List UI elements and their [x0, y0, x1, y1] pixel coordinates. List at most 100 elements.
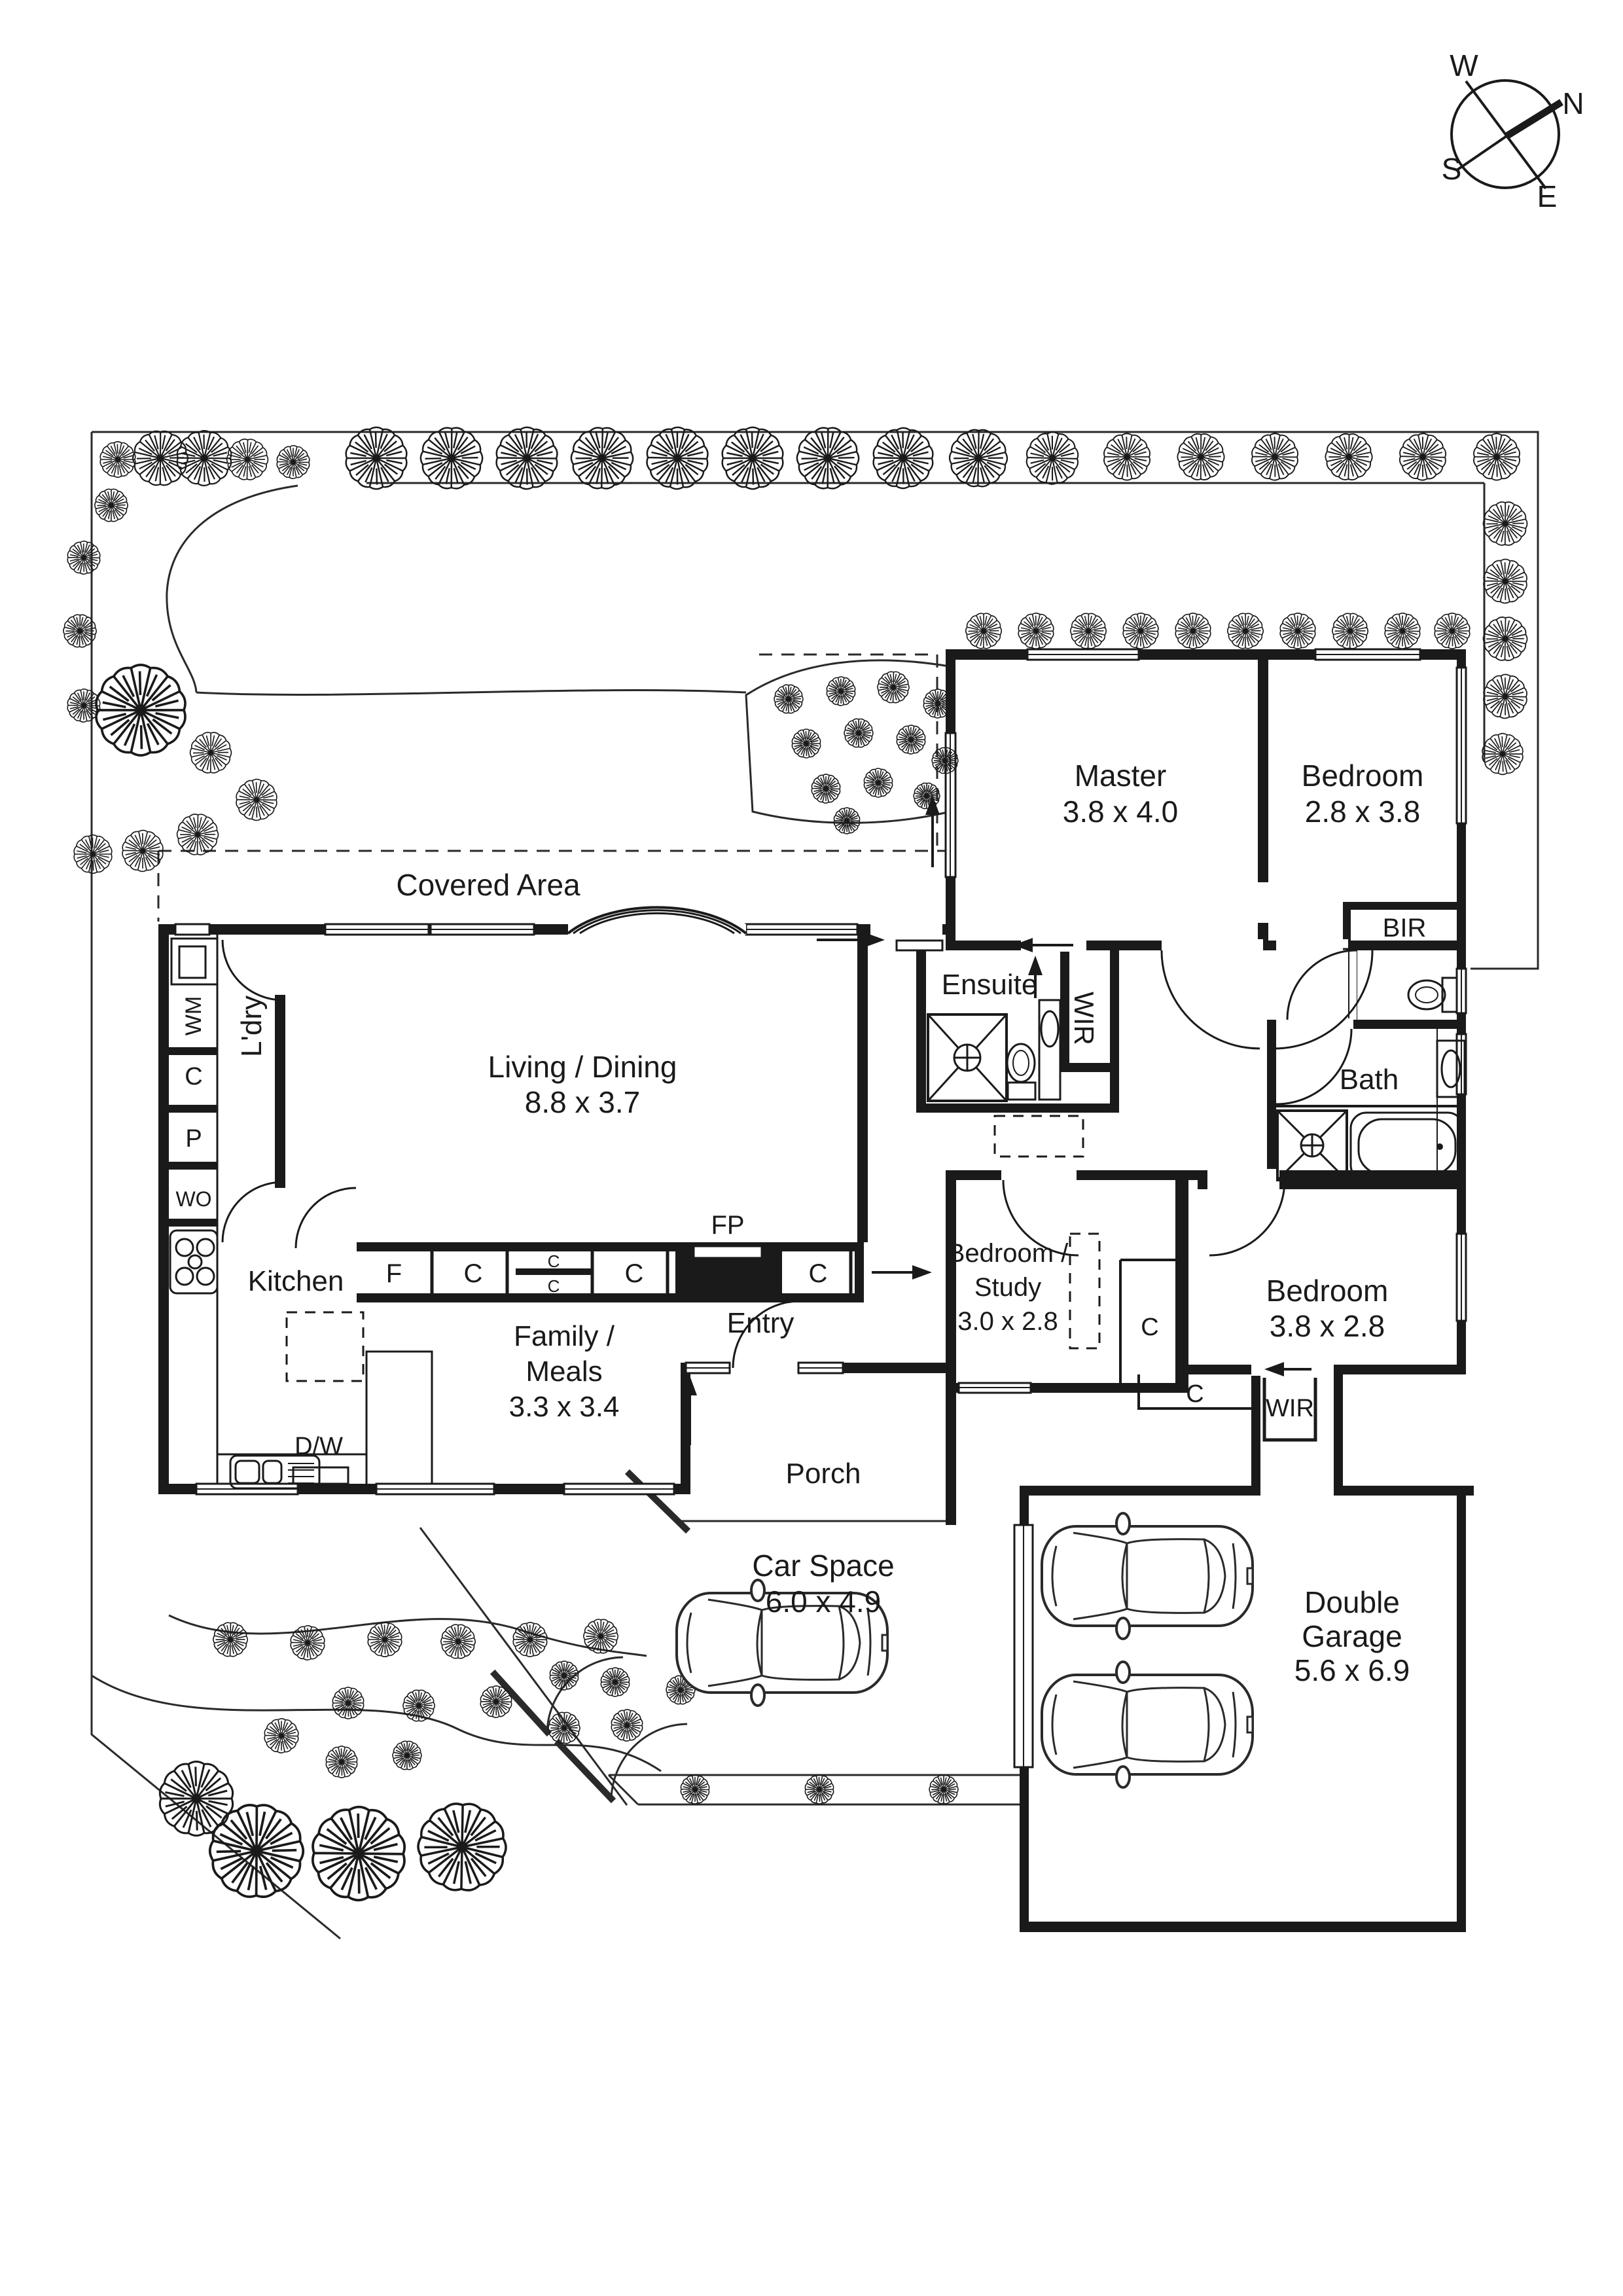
dw-label: D/W — [294, 1433, 343, 1460]
bedroom1-label: Bedroom — [1301, 759, 1424, 793]
bedroom1-dim: 2.8 x 3.8 — [1304, 795, 1421, 829]
tree-icon — [1018, 612, 1054, 650]
tree-icon — [680, 1774, 710, 1804]
laundry-label: L'dry — [236, 996, 268, 1057]
direction-arrow — [683, 1376, 697, 1445]
wir-ensuite-label: WIR — [1069, 992, 1099, 1045]
tree-icon — [213, 1622, 248, 1657]
tree-icon — [419, 427, 484, 490]
bedroom-study-label: Bedroom / — [947, 1239, 1069, 1268]
tree-icon — [440, 1624, 476, 1659]
arrows-layer — [683, 795, 1311, 1445]
car-space-label: Car Space — [752, 1549, 895, 1583]
tree-icon — [1482, 732, 1524, 776]
tree-icon — [548, 1712, 580, 1744]
tree-icon — [345, 426, 408, 490]
tree-icon — [1473, 433, 1520, 481]
tree-icon — [1175, 613, 1211, 649]
trees-layer — [63, 426, 1528, 1902]
fp-label: FP — [711, 1211, 745, 1240]
tree-icon — [236, 778, 277, 821]
door-arcs — [221, 939, 1374, 1369]
tree-icon — [480, 1685, 512, 1718]
windows-layer — [174, 648, 1467, 1768]
tree-icon — [1384, 612, 1421, 650]
tree-icon — [1122, 612, 1159, 650]
tree-icon — [312, 1805, 406, 1902]
tree-icon — [122, 829, 164, 872]
tree-icon — [774, 684, 804, 714]
tree-icon — [332, 1687, 365, 1719]
tree-icon — [73, 834, 113, 874]
bedroom2-label: Bedroom — [1266, 1274, 1389, 1308]
fridge-label: F — [385, 1259, 402, 1288]
tree-icon — [290, 1625, 325, 1660]
tree-icon — [791, 728, 821, 759]
tree-icon — [495, 426, 558, 490]
tree-icon — [931, 747, 959, 774]
family-label: Family / — [514, 1320, 615, 1352]
tree-icon — [863, 768, 893, 798]
fixtures-layer — [169, 937, 1466, 1490]
tree-icon — [1103, 433, 1150, 481]
tree-icon — [158, 1760, 234, 1837]
tree-icon — [1070, 613, 1107, 649]
porch-label: Porch — [785, 1458, 861, 1490]
bedroom-study-dim: 3.0 x 2.8 — [957, 1307, 1058, 1336]
pantry-label: P — [185, 1125, 202, 1153]
closet-bottom-label: C — [1186, 1380, 1204, 1408]
tree-icon — [325, 1746, 358, 1778]
tree-icon — [844, 718, 874, 748]
car-icon — [1041, 1660, 1254, 1789]
arch-opening — [567, 906, 747, 935]
tree-icon — [132, 430, 188, 486]
compass-w: W — [1450, 48, 1478, 82]
tree-icon — [1482, 501, 1528, 546]
car-icon — [1041, 1512, 1254, 1640]
tree-icon — [549, 1660, 579, 1691]
compass-rose — [1450, 79, 1563, 190]
closet-row1-label: C — [463, 1259, 483, 1288]
closet-sm2-label: C — [547, 1276, 560, 1296]
tree-icon — [1332, 613, 1368, 649]
tree-icon — [392, 1740, 422, 1770]
tree-icon — [95, 664, 187, 757]
tree-icon — [611, 1709, 643, 1742]
tree-icon — [1434, 613, 1471, 649]
compass-e: E — [1537, 179, 1558, 213]
entry-label: Entry — [726, 1307, 794, 1339]
tree-icon — [877, 671, 910, 704]
tree-icon — [94, 488, 128, 522]
tree-icon — [646, 426, 709, 490]
tree-icon — [796, 427, 860, 490]
tree-icon — [1226, 613, 1264, 649]
tree-icon — [176, 814, 219, 855]
family-dim: 3.3 x 3.4 — [508, 1391, 620, 1423]
tree-icon — [826, 676, 856, 706]
door-gaps — [280, 923, 1357, 1497]
car-space-dim: 6.0 x 4.9 — [765, 1585, 882, 1619]
tree-icon — [1483, 673, 1527, 719]
wall-oven-label: WO — [175, 1187, 212, 1211]
closet-sm1-label: C — [547, 1251, 560, 1271]
tree-icon — [276, 445, 310, 479]
closet-row2-label: C — [624, 1259, 644, 1288]
tree-icon — [923, 689, 953, 719]
living-dining-label: Living / Dining — [488, 1050, 677, 1084]
garage-dim: 5.6 x 6.9 — [1294, 1653, 1410, 1687]
direction-arrow — [1264, 1362, 1311, 1376]
direction-arrow — [817, 933, 885, 947]
bath-label: Bath — [1339, 1064, 1399, 1096]
tree-icon — [63, 614, 97, 648]
tree-icon — [67, 541, 101, 575]
cabinetry-layer — [216, 935, 1466, 1484]
tree-icon — [872, 427, 934, 490]
tree-icon — [929, 1774, 959, 1804]
cupboard-left-label: C — [185, 1063, 203, 1090]
closet-row — [430, 1245, 853, 1293]
tree-icon — [402, 1689, 435, 1722]
tree-icon — [226, 439, 269, 480]
tree-icon — [948, 429, 1008, 488]
tree-icon — [367, 1622, 402, 1657]
